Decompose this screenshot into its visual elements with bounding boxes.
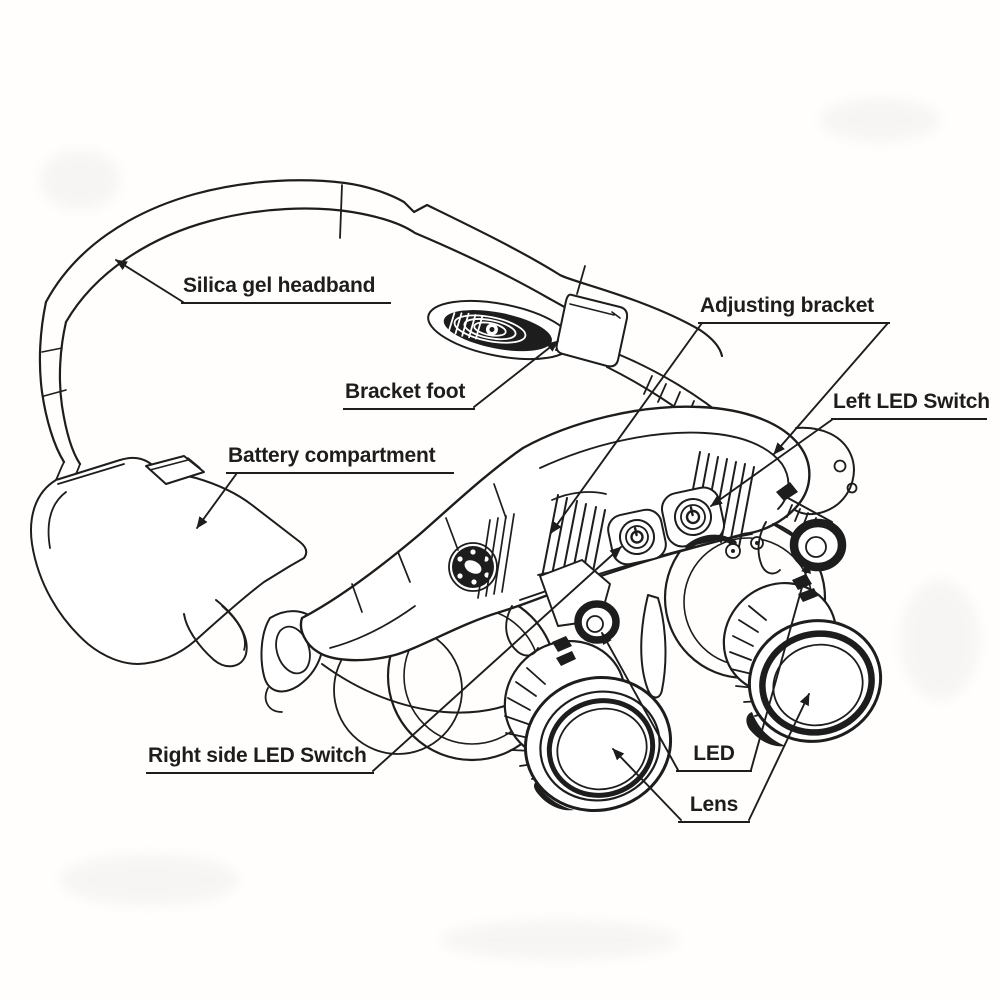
leader-adjusting-bracket-right bbox=[773, 322, 889, 455]
label-left-led-switch: Left LED Switch bbox=[831, 389, 990, 420]
leader-led-left bbox=[601, 632, 679, 771]
bracket-foot-pad-drawing bbox=[427, 299, 573, 361]
left-lens-barrel-drawing bbox=[503, 636, 673, 812]
adjustment-knob-drawing bbox=[448, 542, 498, 592]
scan-noise bbox=[40, 98, 980, 960]
label-lens: Lens bbox=[678, 792, 750, 823]
leader-adjusting-bracket-left bbox=[550, 322, 703, 534]
label-silica-gel-headband: Silica gel headband bbox=[181, 273, 391, 304]
leader-left-led-switch bbox=[710, 418, 834, 507]
leader-led-right bbox=[750, 561, 811, 771]
right-hinge-bracket-drawing bbox=[685, 426, 858, 575]
label-right-side-led-switch: Right side LED Switch bbox=[146, 743, 374, 774]
label-bracket-foot: Bracket foot bbox=[343, 379, 475, 410]
led-switch-buttons-drawing bbox=[607, 486, 726, 566]
right-led-lamp-drawing bbox=[772, 497, 847, 572]
label-led: LED bbox=[676, 741, 752, 772]
headband-drawing bbox=[38, 179, 724, 481]
right-lens-barrel-drawing bbox=[722, 482, 883, 747]
leader-bracket-foot bbox=[473, 340, 559, 408]
leader-lens-left bbox=[612, 748, 682, 821]
nose-piece-drawing bbox=[640, 594, 667, 699]
label-battery-compartment: Battery compartment bbox=[226, 443, 454, 474]
leader-lens-right bbox=[748, 693, 810, 821]
leader-battery bbox=[196, 472, 238, 529]
battery-compartment-drawing bbox=[30, 455, 308, 668]
left-led-lamp-drawing bbox=[505, 559, 620, 657]
leader-right-led-switch bbox=[372, 546, 622, 772]
leader-headband bbox=[115, 259, 184, 303]
leader-lines bbox=[115, 259, 889, 821]
label-adjusting-bracket: Adjusting bracket bbox=[698, 293, 890, 324]
